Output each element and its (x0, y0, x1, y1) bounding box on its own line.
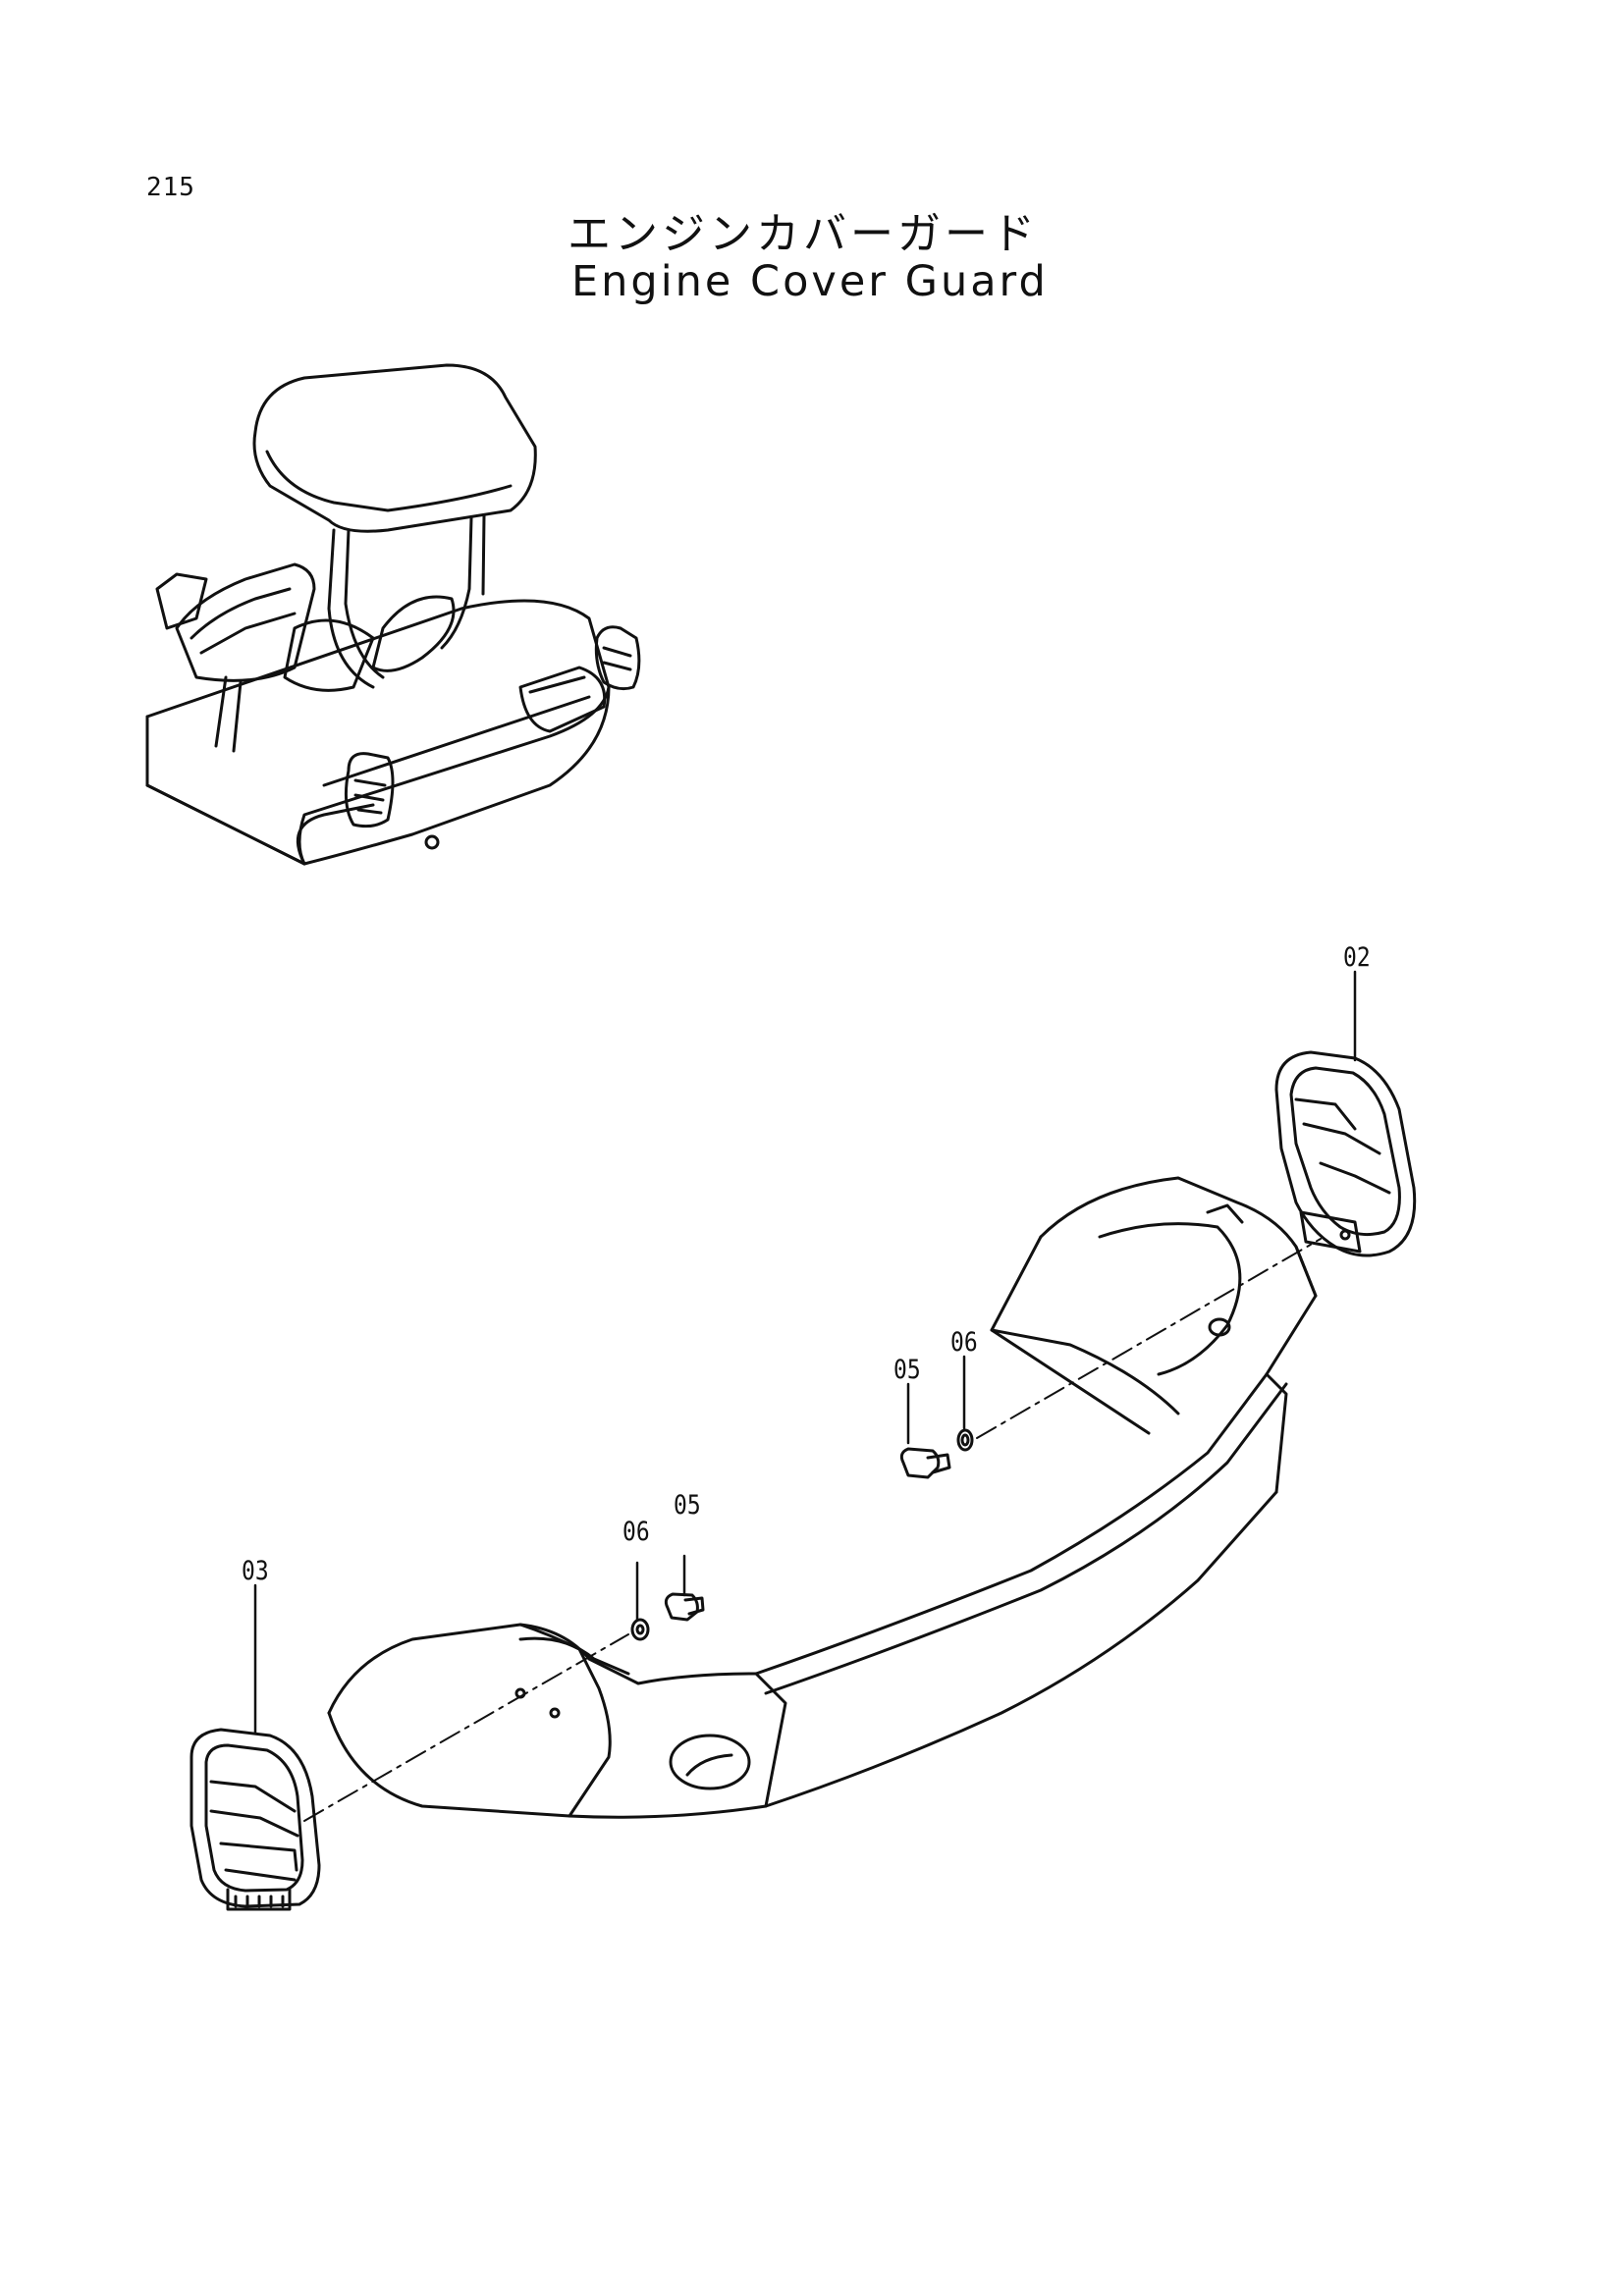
engine-cover-body (327, 1176, 1318, 1819)
callout-02: 02 (1343, 942, 1371, 973)
guard-02-right (1274, 1050, 1417, 1257)
bolt-05-left (664, 1592, 705, 1622)
callout-05-left: 05 (674, 1490, 701, 1521)
machine-overview-illustration (145, 363, 641, 866)
callout-03: 03 (242, 1556, 269, 1586)
guard-03-left (189, 1728, 321, 1911)
leader-lines (253, 970, 1357, 1735)
callout-05-right: 05 (893, 1355, 921, 1385)
title-japanese: エンジンカバーガード (568, 209, 1039, 259)
washer-06-left (630, 1618, 650, 1641)
title-english: Engine Cover Guard (571, 257, 1049, 306)
center-lines (303, 1238, 1322, 1822)
callout-06-left: 06 (622, 1517, 650, 1547)
washer-06-right (956, 1428, 974, 1452)
callout-06-right: 06 (950, 1327, 978, 1358)
bolt-05-right (899, 1447, 951, 1479)
page-number: 215 (146, 173, 195, 202)
